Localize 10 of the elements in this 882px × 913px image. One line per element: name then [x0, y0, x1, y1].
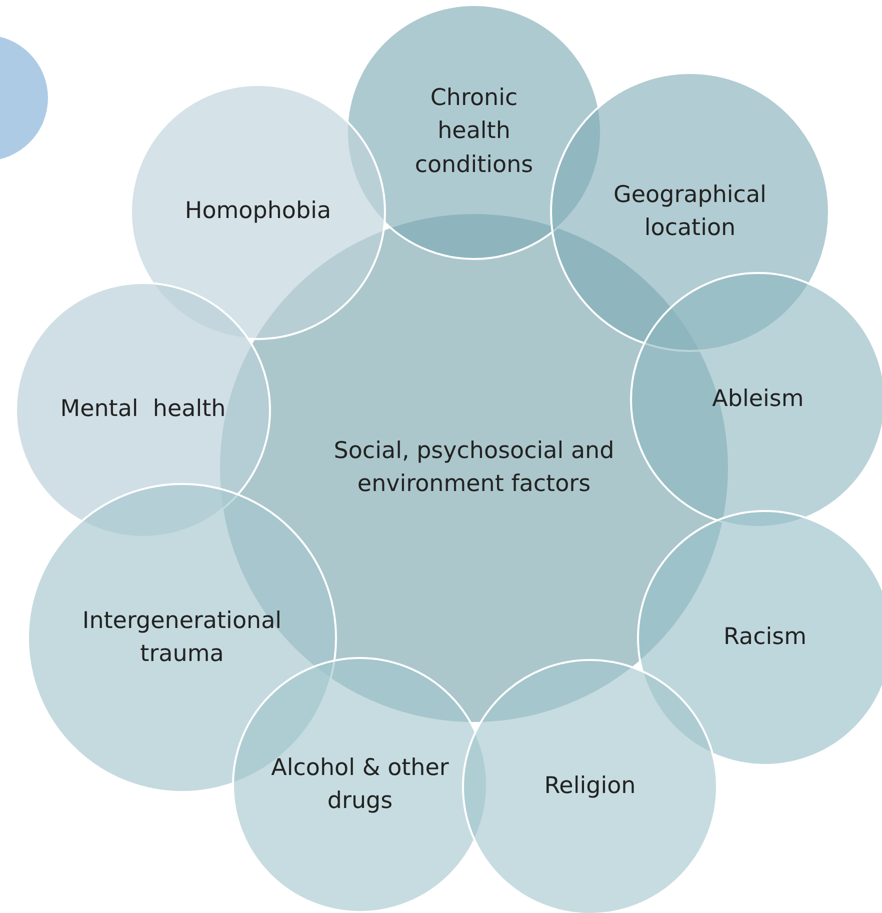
- factor-label: Ableism: [712, 385, 804, 414]
- factor-label: Chronic health conditions: [414, 84, 534, 180]
- factor-label: Social, psychosocial and environment factors: [332, 436, 616, 499]
- factor-label: Mental health: [60, 395, 226, 424]
- factor-label: Intergenerational trauma: [81, 606, 283, 669]
- factor-label: Alcohol & other drugs: [270, 754, 450, 816]
- factor-label: Geographical location: [612, 180, 768, 243]
- factor-label: Homophobia: [184, 197, 332, 226]
- factor-label: Racism: [724, 623, 806, 652]
- factor-label: Religion: [544, 772, 636, 802]
